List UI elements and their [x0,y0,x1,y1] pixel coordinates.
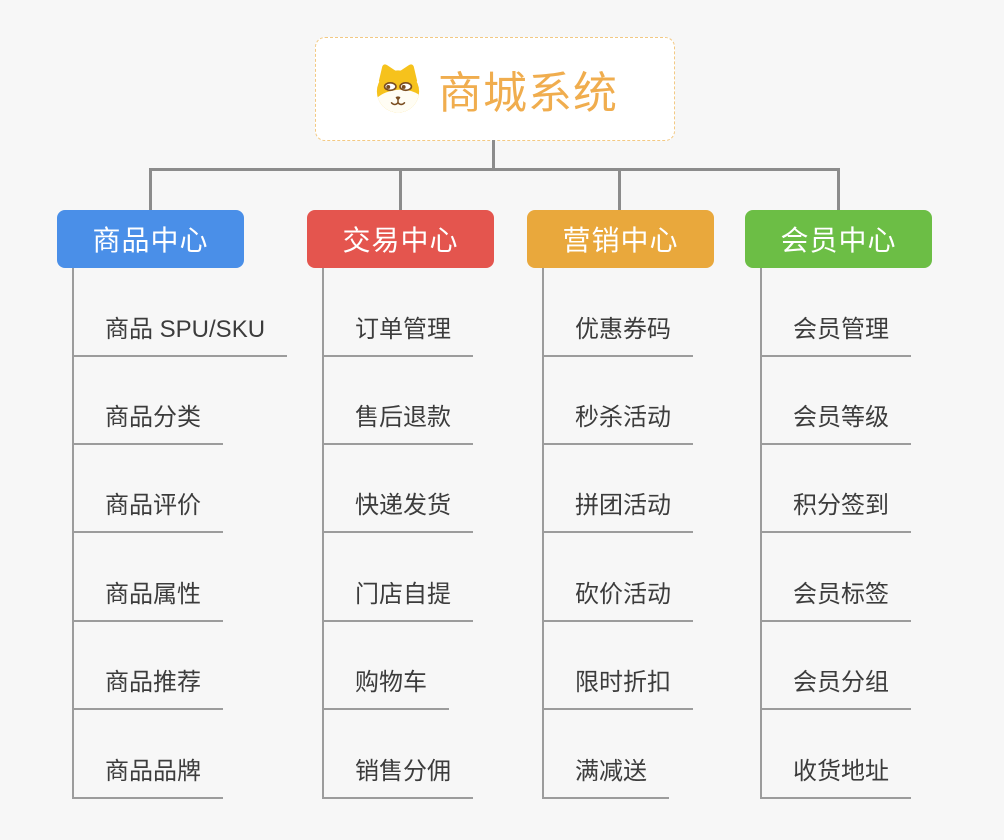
branch-member-center: 会员中心 会员管理会员等级积分签到会员标签会员分组收货地址 [745,210,985,820]
connector-root-stem [492,140,495,171]
branch-header-marketing-center[interactable]: 营销中心 [527,210,714,268]
connector-drop-products [149,168,152,210]
shiba-dog-face-icon [376,64,420,113]
sub-topic-node[interactable]: 会员等级 [760,401,911,445]
sub-topic-node[interactable]: 秒杀活动 [542,401,693,445]
branch-trunk-line [72,268,74,799]
connector-drop-trade [399,168,402,210]
branch-trunk-line [542,268,544,799]
sub-topic-node[interactable]: 收货地址 [760,755,911,799]
branch-items: 商品 SPU/SKU 商品分类商品评价商品属性商品推荐商品品牌 [57,210,297,820]
sub-topic-node[interactable]: 售后退款 [322,401,473,445]
sub-topic-node[interactable]: 商品推荐 [72,666,223,710]
sub-topic-node[interactable]: 砍价活动 [542,578,693,622]
branch-product-center: 商品中心 商品 SPU/SKU 商品分类商品评价商品属性商品推荐商品品牌 [57,210,297,820]
connector-horizontal-bus [149,168,840,171]
branch-header-product-center[interactable]: 商品中心 [57,210,244,268]
connector-drop-members [837,168,840,210]
branch-marketing-center: 营销中心 优惠券码秒杀活动拼团活动砍价活动限时折扣满减送 [527,210,767,820]
sub-topic-node[interactable]: 销售分佣 [322,755,473,799]
sub-topic-node[interactable]: 优惠券码 [542,313,693,357]
sub-topic-node[interactable]: 商品品牌 [72,755,223,799]
sub-topic-node[interactable]: 会员管理 [760,313,911,357]
connector-drop-marketing [618,168,621,210]
sub-topic-node[interactable]: 限时折扣 [542,666,693,710]
branch-trunk-line [760,268,762,799]
sub-topic-node[interactable]: 订单管理 [322,313,473,357]
root-topic-node[interactable]: 商城系统 [315,37,675,141]
sub-topic-node[interactable]: 商品分类 [72,401,223,445]
branch-trade-center: 交易中心 订单管理售后退款快递发货门店自提购物车销售分佣 [307,210,547,820]
branch-items: 优惠券码秒杀活动拼团活动砍价活动限时折扣满减送 [527,210,767,820]
sub-topic-node[interactable]: 商品属性 [72,578,223,622]
sub-topic-node[interactable]: 商品 SPU/SKU [72,313,288,357]
sub-topic-node[interactable]: 快递发货 [322,489,473,533]
sub-topic-node[interactable]: 购物车 [322,666,449,710]
sub-topic-node[interactable]: 满减送 [542,755,669,799]
sub-topic-node[interactable]: 会员标签 [760,578,911,622]
sub-topic-node[interactable]: 商品评价 [72,489,223,533]
sub-topic-node[interactable]: 会员分组 [760,666,911,710]
root-topic-title: 商城系统 [438,69,618,118]
branch-items: 会员管理会员等级积分签到会员标签会员分组收货地址 [745,210,985,820]
sub-topic-node[interactable]: 拼团活动 [542,489,693,533]
sub-topic-node[interactable]: 积分签到 [760,489,911,533]
branch-trunk-line [322,268,324,799]
branch-header-trade-center[interactable]: 交易中心 [307,210,494,268]
branch-header-member-center[interactable]: 会员中心 [745,210,932,268]
sub-topic-node[interactable]: 门店自提 [322,578,473,622]
branch-items: 订单管理售后退款快递发货门店自提购物车销售分佣 [307,210,547,820]
